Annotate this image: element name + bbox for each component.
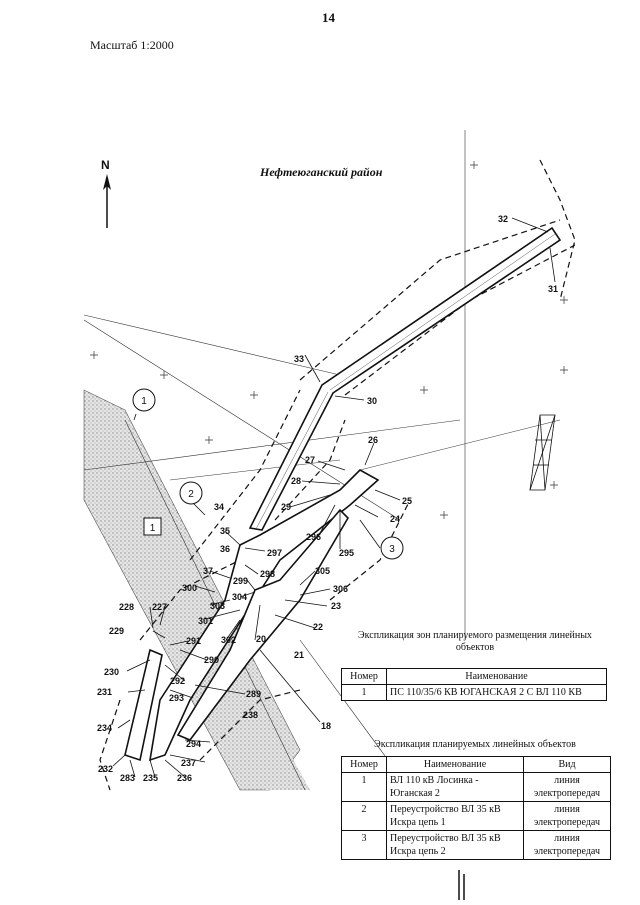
table2-cell: Переустройство ВЛ 35 кВ Искра цепь 1 bbox=[386, 801, 524, 831]
table2-cell: линия электропередач bbox=[523, 830, 611, 860]
point-label: 228 bbox=[119, 602, 134, 612]
table2-cell: 1 bbox=[341, 772, 387, 802]
point-label: 295 bbox=[339, 548, 354, 558]
table1-cell: 1 bbox=[341, 684, 387, 701]
point-label: 294 bbox=[186, 739, 201, 749]
planned-corridor bbox=[124, 226, 562, 762]
point-label: 227 bbox=[152, 602, 167, 612]
point-label: 25 bbox=[402, 496, 412, 506]
point-label: 234 bbox=[97, 723, 112, 733]
point-label: 302 bbox=[221, 635, 236, 645]
point-label: 296 bbox=[306, 532, 321, 542]
point-label: 28 bbox=[291, 476, 301, 486]
point-label: 238 bbox=[243, 710, 258, 720]
point-label: 301 bbox=[198, 616, 213, 626]
corridor-hatch bbox=[255, 233, 556, 530]
dashed-boundaries bbox=[99, 159, 576, 791]
point-label: 26 bbox=[368, 435, 378, 445]
district-label: Нефтеюганский район bbox=[260, 165, 383, 179]
marker-crosses bbox=[90, 161, 568, 519]
point-label: 33 bbox=[294, 354, 304, 364]
point-label: 298 bbox=[260, 569, 275, 579]
tower-icon bbox=[529, 414, 556, 491]
north-label: N bbox=[101, 158, 110, 172]
point-label: 29 bbox=[281, 502, 291, 512]
point-label: 35 bbox=[220, 526, 230, 536]
table2-cell: линия электропередач bbox=[523, 801, 611, 831]
point-label: 300 bbox=[182, 583, 197, 593]
table2-cell: ВЛ 110 кВ Лосинка - Юганская 2 bbox=[386, 772, 524, 802]
svg-text:1: 1 bbox=[150, 523, 156, 534]
point-label: 299 bbox=[233, 576, 248, 586]
point-label: 27 bbox=[305, 455, 315, 465]
point-label: 306 bbox=[333, 584, 348, 594]
point-label: 291 bbox=[186, 636, 201, 646]
circle-marker-3: 3 bbox=[380, 536, 404, 560]
table1-title: Экспликация зон планируемого размещения … bbox=[358, 630, 592, 653]
point-label: 297 bbox=[267, 548, 282, 558]
point-label: 290 bbox=[204, 655, 219, 665]
point-label: 236 bbox=[177, 773, 192, 783]
table2-cell: Переустройство ВЛ 35 кВ Искра цепь 2 bbox=[386, 830, 524, 860]
point-label: 303 bbox=[210, 601, 225, 611]
scan-marks bbox=[458, 870, 465, 900]
point-label: 21 bbox=[294, 650, 304, 660]
table-row: 2 Переустройство ВЛ 35 кВ Искра цепь 1 л… bbox=[341, 801, 611, 831]
svg-text:3: 3 bbox=[389, 544, 395, 555]
table1-header-name: Наименование bbox=[386, 668, 607, 685]
point-label: 24 bbox=[390, 514, 400, 524]
point-label: 237 bbox=[181, 758, 196, 768]
point-label: 20 bbox=[256, 634, 266, 644]
circle-marker-2: 2 bbox=[179, 481, 203, 505]
table2-header-number: Номер bbox=[341, 756, 387, 773]
point-label: 235 bbox=[143, 773, 158, 783]
point-label: 292 bbox=[170, 676, 185, 686]
point-label: 36 bbox=[220, 544, 230, 554]
point-label: 305 bbox=[315, 566, 330, 576]
point-label: 231 bbox=[97, 687, 112, 697]
table-row: 3 Переустройство ВЛ 35 кВ Искра цепь 2 л… bbox=[341, 830, 611, 860]
point-label: 293 bbox=[169, 693, 184, 703]
point-label: 23 bbox=[331, 601, 341, 611]
north-arrow-icon bbox=[103, 174, 111, 228]
scale-label: Масштаб 1:2000 bbox=[90, 38, 174, 52]
zones-table: Номер Наименование 1 ПС 110/35/6 КВ ЮГАН… bbox=[341, 668, 607, 701]
point-label: 32 bbox=[498, 214, 508, 224]
zone-1-lower-area bbox=[200, 700, 310, 790]
table1-cell: ПС 110/35/6 КВ ЮГАНСКАЯ 2 С ВЛ 110 КВ bbox=[386, 684, 607, 701]
page-number: 14 bbox=[322, 10, 335, 25]
point-label: 229 bbox=[109, 626, 124, 636]
point-label: 230 bbox=[104, 667, 119, 677]
linear-objects-table: Номер Наименование Вид 1 ВЛ 110 кВ Лосин… bbox=[341, 756, 611, 860]
table-row: 1 ВЛ 110 кВ Лосинка - Юганская 2 линия э… bbox=[341, 772, 611, 802]
table-row: 1 ПС 110/35/6 КВ ЮГАНСКАЯ 2 С ВЛ 110 КВ bbox=[341, 684, 607, 701]
table2-cell: линия электропередач bbox=[523, 772, 611, 802]
point-label: 304 bbox=[232, 592, 247, 602]
zone-1-square-label: 1 bbox=[143, 517, 162, 536]
point-label: 283 bbox=[120, 773, 135, 783]
point-label: 18 bbox=[321, 721, 331, 731]
leader-lines bbox=[112, 217, 556, 778]
point-label: 289 bbox=[246, 689, 261, 699]
point-label: 37 bbox=[203, 566, 213, 576]
point-label: 22 bbox=[313, 622, 323, 632]
point-label: 34 bbox=[214, 502, 224, 512]
table2-cell: 2 bbox=[341, 801, 387, 831]
table2-header-type: Вид bbox=[523, 756, 611, 773]
table2-header-name: Наименование bbox=[386, 756, 524, 773]
table1-header-number: Номер bbox=[341, 668, 387, 685]
point-labels: 32 31 33 30 26 27 28 25 24 29 296 295 34… bbox=[97, 214, 558, 783]
table2-title: Экспликация планируемых линейных объекто… bbox=[374, 739, 576, 750]
point-label: 31 bbox=[548, 284, 558, 294]
table2-cell: 3 bbox=[341, 830, 387, 860]
svg-text:2: 2 bbox=[188, 489, 194, 500]
point-label: 30 bbox=[367, 396, 377, 406]
point-label: 232 bbox=[98, 764, 113, 774]
svg-text:1: 1 bbox=[141, 396, 147, 407]
circle-marker-1: 1 bbox=[132, 388, 156, 412]
